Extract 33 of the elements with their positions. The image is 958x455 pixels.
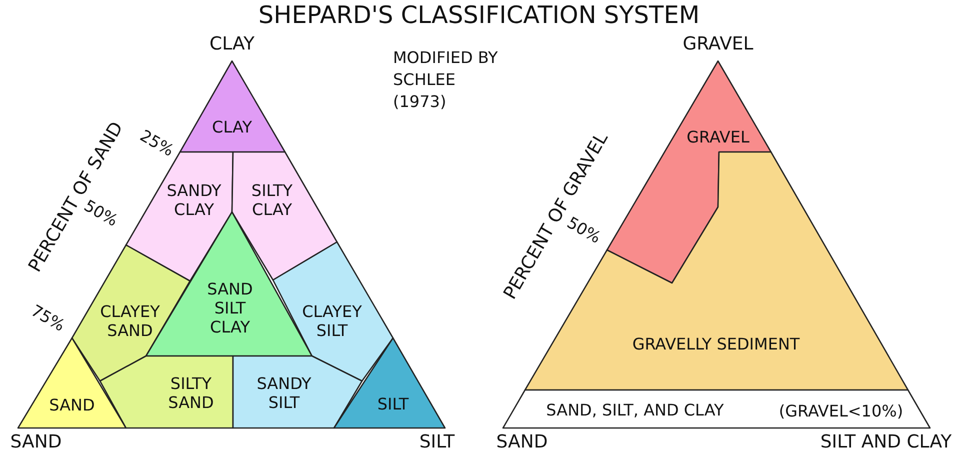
region-label: GRAVEL bbox=[686, 128, 750, 146]
classification-region bbox=[180, 61, 285, 152]
region-label: SAND bbox=[48, 396, 96, 414]
classification-region bbox=[233, 356, 362, 428]
region-label: CLAY bbox=[211, 118, 253, 136]
region-label: CLAYEY SAND bbox=[99, 302, 161, 340]
corner-label: GRAVEL bbox=[682, 34, 754, 54]
corner-label: SILT AND CLAY bbox=[820, 432, 952, 452]
percent-tick-label: 50% bbox=[80, 196, 122, 230]
region-label: SANDY CLAY bbox=[166, 181, 222, 219]
region-label: SANDY SILT bbox=[256, 374, 312, 412]
region-label: CLAYEY SILT bbox=[301, 302, 363, 340]
corner-label: SILT bbox=[419, 432, 455, 452]
corner-label: SAND bbox=[10, 432, 62, 452]
modification-note: MODIFIED BY SCHLEE (1973) bbox=[393, 47, 499, 113]
percent-tick-label: 75% bbox=[28, 300, 68, 336]
classification-region bbox=[607, 61, 771, 283]
classification-region bbox=[503, 390, 930, 428]
region-label: SAND, SILT, AND CLAY bbox=[545, 400, 725, 420]
region-label: SILTY SAND bbox=[167, 374, 215, 412]
corner-label: SAND bbox=[496, 432, 548, 452]
corner-label: CLAY bbox=[210, 34, 254, 54]
classification-region bbox=[334, 338, 445, 428]
classification-region bbox=[18, 338, 126, 428]
region-label: GRAVELLY SEDIMENT bbox=[631, 334, 801, 354]
classification-region bbox=[232, 152, 337, 280]
percent-tick-label: 25% bbox=[136, 126, 178, 160]
region-label: (GRAVEL<10%) bbox=[778, 402, 904, 420]
percent-tick-label: 50% bbox=[564, 212, 604, 248]
diagram-title: SHEPARD'S CLASSIFICATION SYSTEM bbox=[258, 1, 700, 29]
region-label: SAND SILT CLAY bbox=[206, 280, 254, 336]
region-label: SILT bbox=[376, 394, 410, 414]
region-label: SILTY CLAY bbox=[250, 181, 294, 219]
